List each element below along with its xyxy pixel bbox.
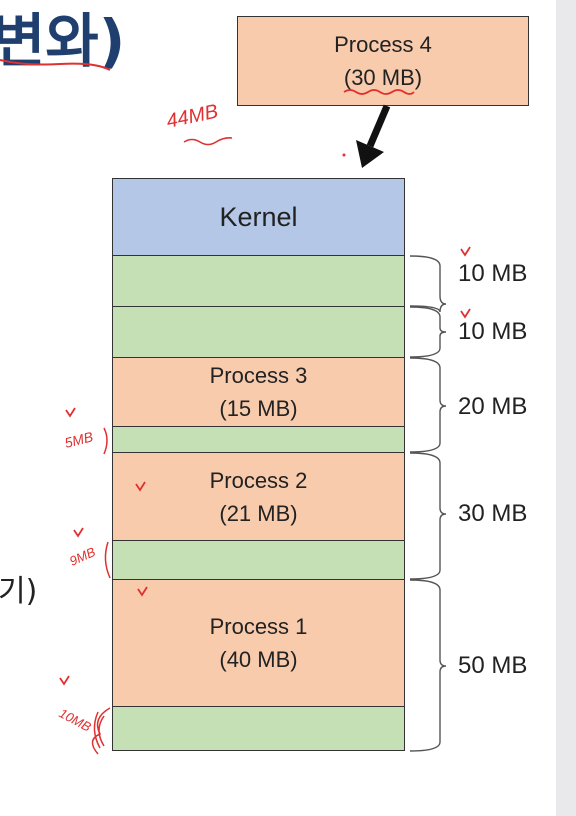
bracket-scribble — [91, 707, 111, 755]
free-space-process-2 — [112, 540, 405, 580]
free-partition-1 — [112, 255, 405, 307]
note-squiggle — [183, 137, 233, 146]
scrollbar-strip — [556, 0, 576, 816]
partition-size-label: 10 MB — [458, 260, 528, 287]
handwritten-note-44mb: 44MB — [164, 101, 220, 133]
process-1-name: Process 1 — [209, 614, 308, 639]
partition-size-label: 50 MB — [458, 652, 528, 679]
handwritten-note-10mb: 10MB — [57, 705, 94, 734]
process-2-name: Process 2 — [209, 467, 308, 493]
process-2-block: Process 2 (21 MB) — [112, 452, 405, 541]
partition-size-label: 30 MB — [458, 500, 528, 527]
process-1-block: Process 1 (40 MB) — [112, 579, 405, 707]
free-space-process-3 — [112, 426, 405, 453]
handwritten-note-9mb: 9MB — [67, 544, 98, 569]
process-3-name: Process 3 — [209, 363, 308, 388]
process-1-size: (40 MB) — [219, 647, 298, 672]
process-4-size: (30 MB) — [343, 65, 423, 90]
process-2-size: (21 MB) — [219, 500, 298, 526]
incoming-process-4: Process 4 (30 MB) — [237, 16, 529, 106]
free-space-process-1 — [112, 706, 405, 751]
side-text-fragment: 기) — [0, 574, 38, 609]
arrow-down-icon — [356, 104, 391, 168]
process-4-name: Process 4 — [334, 32, 432, 57]
process-3-size: (15 MB) — [219, 396, 298, 421]
kernel-label: Kernel — [219, 201, 298, 232]
partition-size-label: 20 MB — [458, 393, 528, 420]
partition-size-label: 10 MB — [458, 318, 528, 345]
heading-underline-scribble — [0, 59, 111, 71]
partition-braces — [409, 255, 447, 752]
size-underline-squiggle — [343, 89, 415, 95]
check-icon — [59, 246, 471, 686]
handwritten-note-5mb: 5MB — [63, 428, 95, 450]
